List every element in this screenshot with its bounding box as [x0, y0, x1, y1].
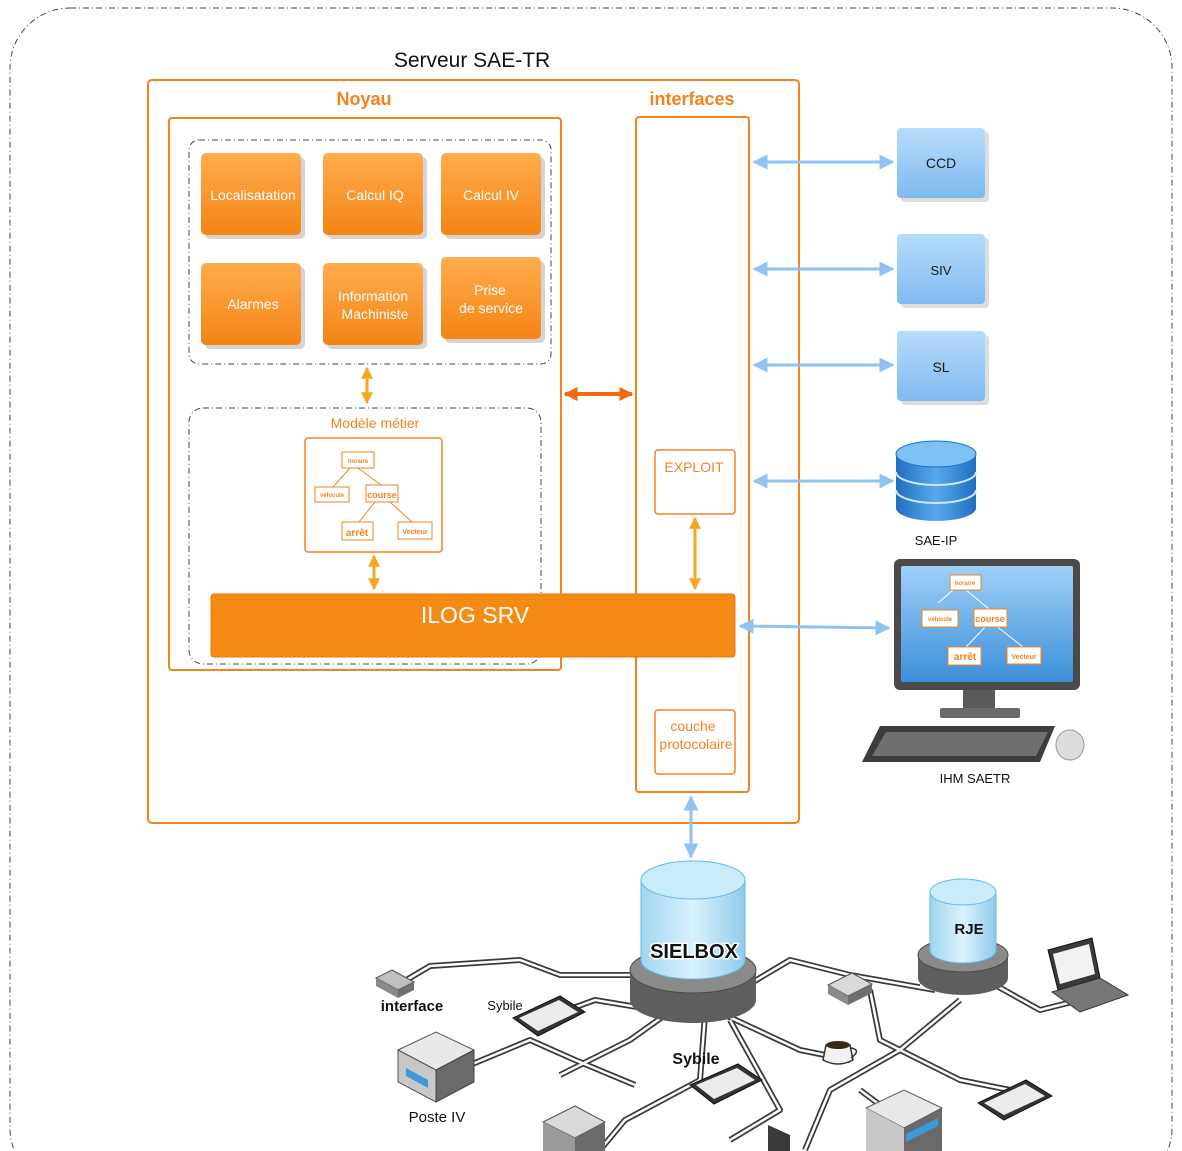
server-title: Serveur SAE-TR	[394, 49, 550, 72]
coffee-cup-icon	[822, 1041, 858, 1065]
sielbox-label: SIELBOX	[650, 941, 738, 963]
poste-iv-printer-icon	[396, 1031, 476, 1103]
svg-text:Prise: Prise	[474, 282, 506, 298]
module-prise-de-service: Prise de service	[441, 257, 545, 343]
svg-text:SIV: SIV	[931, 263, 952, 278]
couche-label-2: protocolaire	[659, 736, 732, 752]
model-group	[188, 407, 542, 665]
svg-text:Alarmes: Alarmes	[227, 296, 278, 312]
sae-ip-database-icon	[895, 440, 977, 521]
couche-label-1: couche	[670, 718, 715, 734]
monitor-device-icon	[768, 1125, 790, 1151]
server-box	[147, 79, 800, 824]
exploit-box	[654, 449, 736, 515]
printer-device-icon-2	[864, 1089, 944, 1151]
sl-box: SL	[897, 331, 989, 405]
tablet-device-icon	[512, 995, 587, 1037]
module-alarmes: Alarmes	[201, 263, 305, 349]
server-device-icon	[541, 1105, 607, 1151]
model-diagram: horaire véhicule course arrêt Vecteur	[304, 437, 443, 553]
laptop-icon	[1047, 937, 1130, 1013]
sae-ip-label: SAE-IP	[915, 533, 958, 548]
interface-device-icon	[374, 969, 416, 998]
ilog-srv-bar	[210, 593, 736, 658]
tablet-device-icon-2	[689, 1063, 763, 1105]
model-node-vehicule: véhicule	[320, 493, 345, 499]
sielbox-hub-icon	[629, 860, 757, 1023]
model-node-course: course	[367, 490, 397, 500]
svg-text:Information: Information	[338, 288, 408, 304]
ihm-node-vecteur: Vecteur	[1011, 654, 1037, 661]
module-calcul-iv: Calcul IV	[441, 153, 545, 239]
router-device-icon	[826, 972, 874, 1005]
interfaces-label: interfaces	[649, 89, 734, 109]
exploit-label: EXPLOIT	[664, 459, 724, 475]
svg-text:Localisatation: Localisatation	[210, 187, 296, 203]
noyau-label: Noyau	[336, 89, 391, 109]
ilog-srv-label: ILOG SRV	[421, 602, 530, 628]
module-calcul-iq: Calcul IQ	[323, 153, 427, 239]
svg-text:Calcul IV: Calcul IV	[463, 187, 520, 203]
sybile-small-label: Sybile	[487, 998, 522, 1013]
tablet-device-icon-3	[976, 1079, 1054, 1121]
ihm-label: IHM SAETR	[940, 771, 1011, 786]
couche-protocolaire-box	[654, 709, 736, 775]
rje-hub-icon	[917, 878, 1009, 995]
outer-frame	[9, 7, 1173, 1151]
svg-text:SL: SL	[932, 359, 949, 375]
interface-label: interface	[381, 998, 444, 1015]
ihm-node-course: course	[975, 614, 1005, 624]
poste-iv-label: Poste IV	[409, 1109, 466, 1126]
module-information-machiniste: Information Machiniste	[323, 263, 427, 349]
modules-group	[188, 139, 552, 365]
svg-text:Calcul IQ: Calcul IQ	[346, 187, 404, 203]
ihm-arrow	[738, 618, 891, 636]
ihm-node-vehicule: véhicule	[928, 617, 953, 623]
svg-text:CCD: CCD	[926, 155, 956, 171]
ihm-computer-icon	[862, 559, 1085, 762]
model-node-arret: arrêt	[346, 528, 369, 539]
model-node-horaire: horaire	[348, 459, 369, 465]
ccd-box: CCD	[897, 128, 989, 202]
model-title: Modèle métier	[331, 415, 420, 431]
rje-label: RJE	[954, 921, 983, 938]
module-localisatation: Localisatation	[201, 153, 305, 239]
model-node-vecteur: Vecteur	[402, 529, 428, 536]
siv-box: SIV	[897, 234, 989, 308]
ihm-node-horaire: horaire	[955, 581, 976, 587]
sybile-label: Sybile	[672, 1051, 719, 1068]
svg-text:de service: de service	[459, 300, 523, 316]
svg-text:Machiniste: Machiniste	[342, 306, 409, 322]
ihm-node-arret: arrêt	[954, 652, 977, 663]
